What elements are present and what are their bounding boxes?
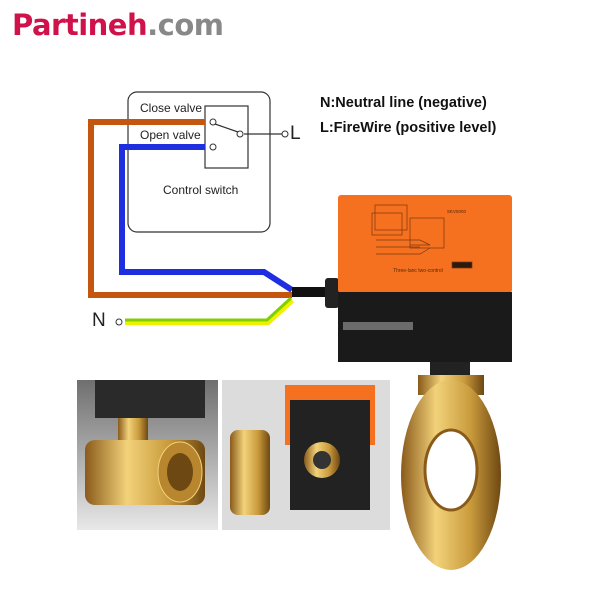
close-valve-label: Close valve: [140, 101, 203, 115]
actuator-caption: Three-lanc two-control: [393, 268, 443, 274]
valve-bore: [423, 428, 479, 512]
open-valve-label: Open valve: [140, 128, 201, 142]
actuator-top: [338, 195, 512, 293]
cable: [292, 287, 337, 297]
l-terminal: [281, 130, 289, 138]
cable-gland: [325, 278, 339, 308]
actuator-schematic: [371, 204, 473, 269]
contact-close: [209, 118, 217, 126]
actuator-reflection: [343, 322, 413, 330]
contact-common: [236, 130, 244, 138]
logo: Partineh.com: [12, 8, 224, 42]
control-switch-box: [127, 91, 271, 233]
n-terminal: [115, 318, 123, 326]
neutral-wire: [125, 297, 295, 325]
actuator-model: SEV5000: [447, 209, 467, 214]
photo-valve-1: [77, 380, 218, 530]
contact-open: [209, 143, 217, 151]
neutral-wire-stripe: [125, 296, 293, 322]
photo-valve-2: [222, 380, 390, 530]
blue-wire: [119, 144, 294, 293]
orange-wire: [88, 119, 292, 298]
fire-legend: L:FireWire (positive level): [320, 120, 497, 136]
switch-inner: [204, 105, 249, 169]
n-label: N: [92, 310, 106, 331]
l-label: L: [290, 123, 301, 144]
switch-lever: [214, 123, 239, 133]
neutral-legend: N:Neutral line (negative): [320, 95, 487, 111]
control-switch-label: Control switch: [163, 183, 239, 197]
